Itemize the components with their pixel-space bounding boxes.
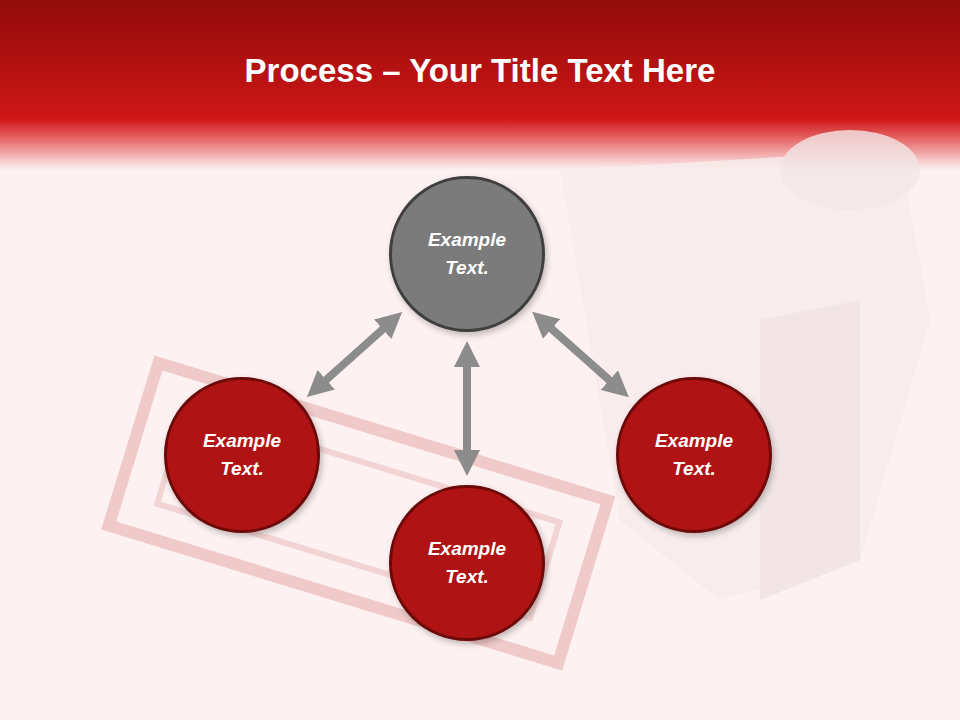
double-arrow <box>463 354 471 463</box>
double-arrow <box>317 321 393 389</box>
stamp-impression <box>109 363 608 663</box>
slide-title: Process – Your Title Text Here <box>0 52 960 90</box>
process-circle: Example Text. <box>389 485 545 641</box>
circle-label: Example Text. <box>427 535 507 592</box>
process-circle: Example Text. <box>389 176 545 332</box>
double-arrow <box>542 320 619 388</box>
circle-label: Example Text. <box>202 427 282 484</box>
process-circle: Example Text. <box>164 377 320 533</box>
circle-label: Example Text. <box>654 427 734 484</box>
circle-label: Example Text. <box>427 226 507 283</box>
rubber-stamp <box>560 130 930 600</box>
process-circle: Example Text. <box>616 377 772 533</box>
